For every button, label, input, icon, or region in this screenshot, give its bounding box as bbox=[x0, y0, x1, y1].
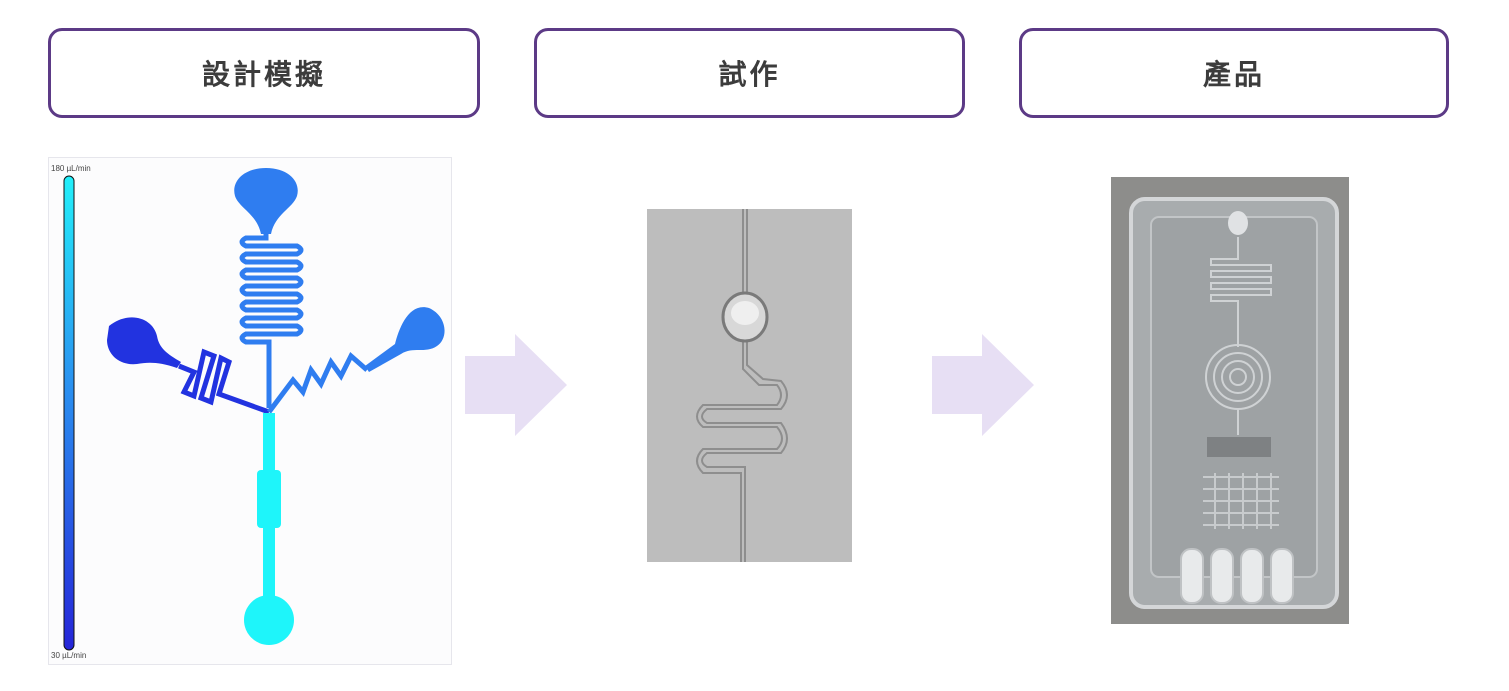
prototype-photo bbox=[647, 209, 852, 562]
top-inlet-channel bbox=[239, 203, 304, 408]
stage-label: 設計模擬 bbox=[201, 58, 326, 91]
product-chip-drawing bbox=[1111, 177, 1349, 624]
stage-design-simulation: 設計模擬 bbox=[48, 28, 480, 118]
microfluidic-simulation-drawing bbox=[63, 168, 445, 651]
left-reservoir bbox=[107, 317, 181, 368]
stage-label: 產品 bbox=[1202, 58, 1265, 91]
outlet-channel bbox=[244, 413, 294, 645]
top-reservoir bbox=[234, 168, 298, 234]
flow-scale-min-label: 30 µL/min bbox=[51, 651, 87, 660]
product-photo bbox=[1111, 177, 1349, 624]
left-inlet-channel bbox=[178, 348, 270, 415]
right-reservoir bbox=[365, 307, 445, 372]
stage-product: 產品 bbox=[1019, 28, 1449, 118]
product-chamber bbox=[1207, 437, 1271, 457]
process-arrow-right bbox=[465, 334, 567, 436]
process-arrow-right bbox=[932, 334, 1034, 436]
simulation-image: 180 µL/min 30 µL/min bbox=[48, 157, 452, 665]
stage-label: 試作 bbox=[718, 58, 781, 91]
flow-scale-max-label: 180 µL/min bbox=[51, 164, 91, 173]
flow-scale-bar bbox=[63, 175, 75, 651]
stage-prototype: 試作 bbox=[534, 28, 965, 118]
prototype-channel-drawing bbox=[647, 209, 852, 562]
product-bottom-ports bbox=[1180, 548, 1294, 604]
right-inlet-channel bbox=[267, 351, 369, 414]
